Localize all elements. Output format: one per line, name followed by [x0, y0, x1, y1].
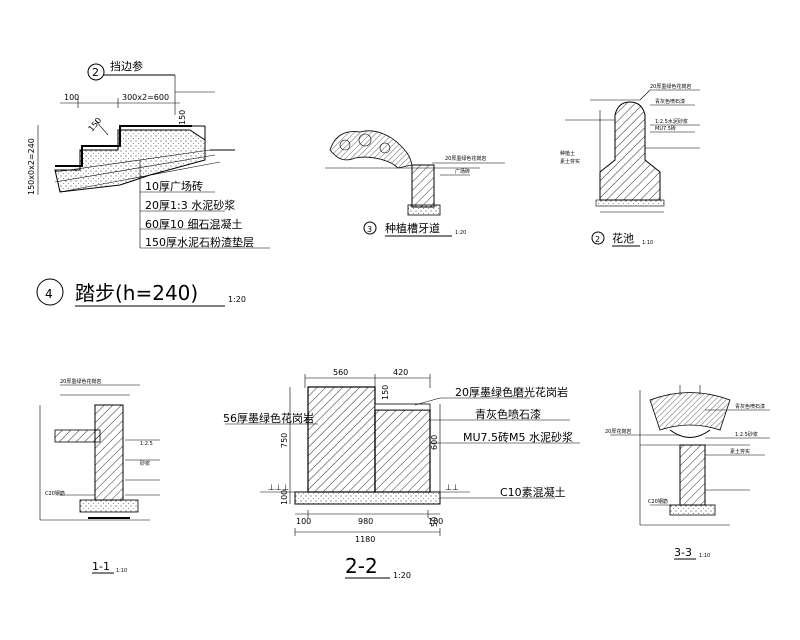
section-3-3-wall — [679, 444, 706, 506]
svg-text:20厚墨绿色花岗岩: 20厚墨绿色花岗岩 — [650, 83, 691, 90]
svg-text:素土夯实: 素土夯实 — [730, 448, 750, 455]
planter-vegetation — [329, 130, 413, 169]
step-paving — [55, 125, 192, 167]
section-2-2-dim-560: 560 — [333, 368, 348, 377]
flower-bed-number: 2 — [595, 235, 600, 244]
svg-text:⊥⊥⊥: ⊥⊥⊥ — [268, 483, 289, 492]
svg-text:广场砖: 广场砖 — [455, 168, 470, 175]
step-layer-1: 10厚广场砖 — [145, 179, 203, 193]
section-2-2-dim-600: 600 — [430, 435, 439, 450]
svg-text:⊥⊥: ⊥⊥ — [445, 483, 459, 492]
section-2-2-label-top: 20厚墨绿色磨光花岗岩 — [455, 385, 568, 399]
section-2-2-dim-1180: 1180 — [355, 535, 375, 544]
svg-text:C20钢筋: C20钢筋 — [45, 490, 65, 497]
svg-text:种植土: 种植土 — [560, 150, 575, 157]
section-3-3-detail: 青灰色喷石漆 1:2.5砂浆 素土夯实 20厚花岗岩 C20钢筋 3-3 1:1… — [605, 385, 770, 560]
step-concrete — [54, 129, 206, 193]
step-dim-left: 150x0x2=240 — [27, 138, 36, 195]
svg-text:20厚花岗岩: 20厚花岗岩 — [605, 428, 631, 435]
svg-text:青灰色喷石漆: 青灰色喷石漆 — [735, 403, 765, 410]
svg-text:1:2.5砂浆: 1:2.5砂浆 — [735, 431, 758, 438]
step-dim-slope: 150 — [87, 116, 104, 133]
svg-text:MU7.5砖: MU7.5砖 — [655, 125, 676, 132]
step-title-number: 4 — [45, 287, 53, 301]
section-2-2-label-side: 56厚墨绿色花岗岩 — [223, 411, 314, 425]
section-2-2-dim-150: 150 — [381, 385, 390, 400]
planter-curb-body — [411, 164, 435, 208]
svg-text:素土夯实: 素土夯实 — [560, 158, 580, 165]
section-2-2-detail: 560 420 ⊥⊥⊥ ⊥⊥ 750 100 150 600 50 20厚墨绿色… — [223, 368, 580, 580]
svg-text:20厚墨绿色花岗岩: 20厚墨绿色花岗岩 — [445, 155, 486, 162]
section-2-2-dim-100-a: 100 — [296, 517, 311, 526]
svg-text:1:2.5水泥砂浆: 1:2.5水泥砂浆 — [655, 118, 688, 125]
section-2-2-label-concrete: C10素混凝土 — [500, 485, 566, 499]
flower-bed-scale: 1:10 — [642, 240, 653, 246]
step-layer-4: 150厚水泥石粉渣垫层 — [145, 235, 254, 249]
section-1-1-title: 1-1 — [92, 560, 110, 573]
section-2-2-title: 2-2 — [345, 554, 378, 578]
planter-title: 种植槽牙道 — [385, 221, 440, 235]
section-2-2-dim-100-b: 100 — [428, 517, 443, 526]
section-3-3-planting — [649, 392, 731, 431]
flower-bed-title: 花池 — [612, 232, 634, 245]
step-callout-label: 挡边参 — [110, 59, 143, 73]
section-2-2-tall-block — [307, 386, 376, 493]
section-2-2-low-block — [374, 409, 431, 493]
step-dim-right: 150 — [178, 110, 187, 125]
section-2-2-scale: 1:20 — [393, 571, 411, 580]
section-3-3-scale: 1:10 — [699, 553, 710, 559]
section-3-3-title: 3-3 — [674, 546, 692, 559]
step-layer-2: 20厚1:3 水泥砂浆 — [145, 198, 235, 212]
section-2-2-dim-750: 750 — [280, 433, 289, 448]
planter-number: 3 — [367, 225, 372, 234]
planter-scale: 1:20 — [455, 230, 466, 236]
step-dim-100: 100 — [64, 93, 79, 102]
flower-bed-detail: 20厚墨绿色花岗岩 青灰色喷石漆 1:2.5水泥砂浆 MU7.5砖 种植土 素土… — [560, 83, 700, 247]
section-1-1-wall — [94, 404, 124, 501]
svg-text:砂浆: 砂浆 — [140, 460, 150, 467]
section-2-2-label-paint: 青灰色喷石漆 — [475, 407, 541, 421]
section-1-1-detail: 20厚墨绿色花岗岩 1:2.5 砂浆 C20钢筋 1-1 1:10 — [39, 378, 160, 574]
section-2-2-base — [294, 491, 441, 505]
step-title: 踏步(h=240) — [75, 281, 198, 305]
step-detail: 2 挡边参 100 300x2=600 150x0x2=240 150 150 — [27, 59, 270, 307]
step-callout-number: 2 — [92, 66, 99, 79]
svg-text:青灰色喷石漆: 青灰色喷石漆 — [655, 98, 685, 105]
step-dim-600: 300x2=600 — [122, 93, 169, 102]
step-layer-3: 60厚10 细石混凝土 — [145, 217, 243, 231]
svg-text:20厚墨绿色花岗岩: 20厚墨绿色花岗岩 — [60, 378, 101, 385]
planter-curb-detail: 20厚墨绿色花岗岩 广场砖 3 种植槽牙道 1:20 — [325, 130, 505, 237]
svg-text:1:2.5: 1:2.5 — [140, 441, 153, 447]
svg-text:C20钢筋: C20钢筋 — [648, 498, 668, 505]
flower-bed-wall — [599, 101, 661, 201]
section-2-2-label-brick: MU7.5砖M5 水泥砂浆 — [463, 430, 573, 444]
section-2-2-dim-50: 50 — [430, 517, 439, 527]
step-scale: 1:20 — [228, 295, 246, 304]
section-2-2-dim-100-left: 100 — [280, 490, 289, 505]
section-2-2-dim-420: 420 — [393, 368, 408, 377]
section-1-1-scale: 1:10 — [116, 568, 127, 574]
section-2-2-dim-980: 980 — [358, 517, 373, 526]
